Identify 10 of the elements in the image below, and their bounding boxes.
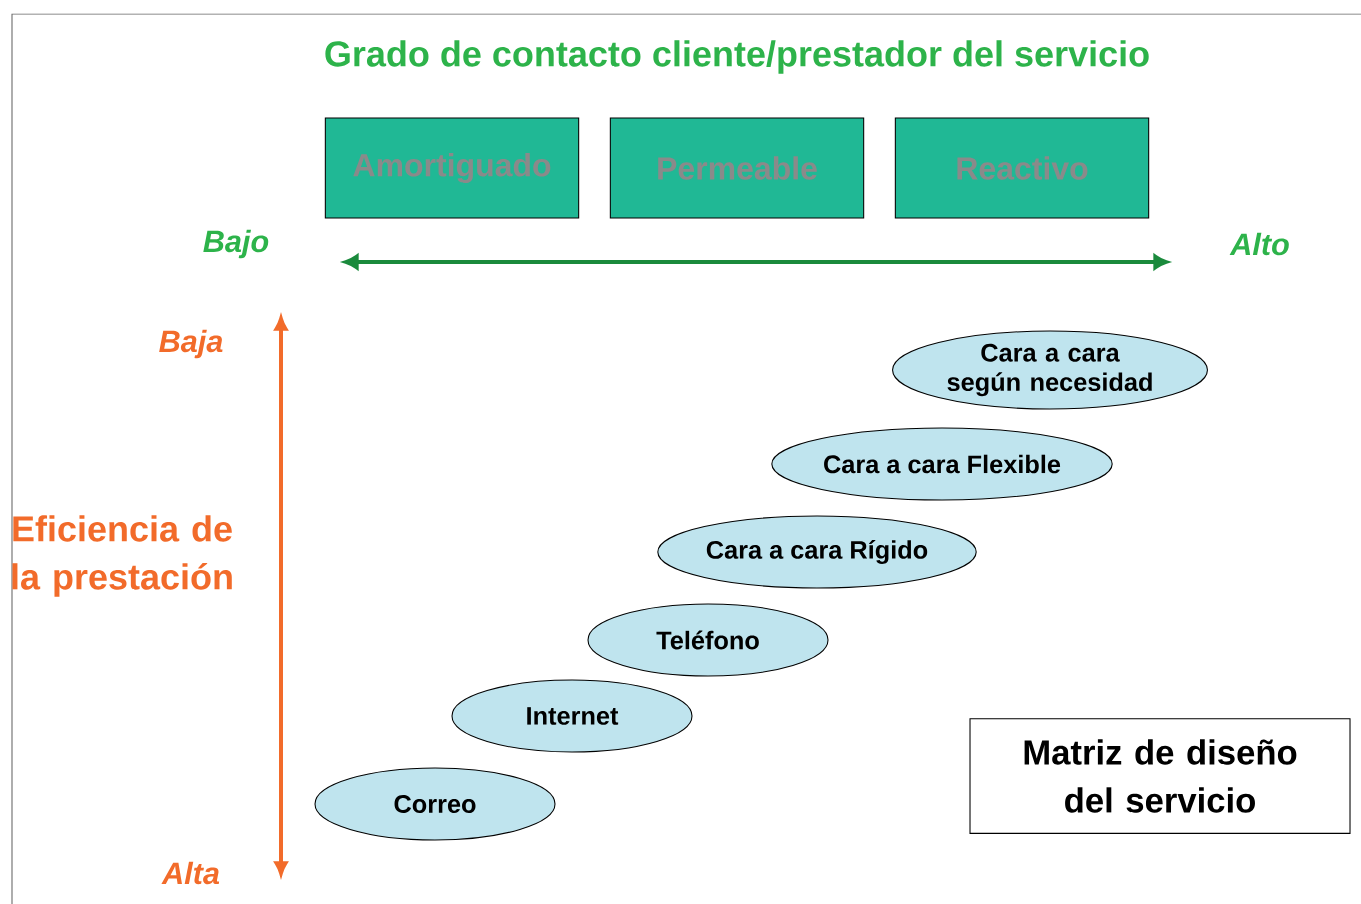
category-box: Amortiguado xyxy=(324,117,580,219)
axis-title: Eficiencia de la prestación xyxy=(12,515,232,597)
axis-label: Baja xyxy=(159,329,223,359)
category-box: Permeable xyxy=(609,117,865,219)
title-box: Matriz de diseño del servicio xyxy=(969,718,1351,834)
category-box: Reactivo xyxy=(894,117,1150,219)
title: Grado de contacto cliente/prestador del servicio xyxy=(325,40,1149,74)
axis-label: Bajo xyxy=(203,229,269,259)
axis-label: Alta xyxy=(161,861,220,885)
axis-label: Alto xyxy=(1229,232,1289,256)
